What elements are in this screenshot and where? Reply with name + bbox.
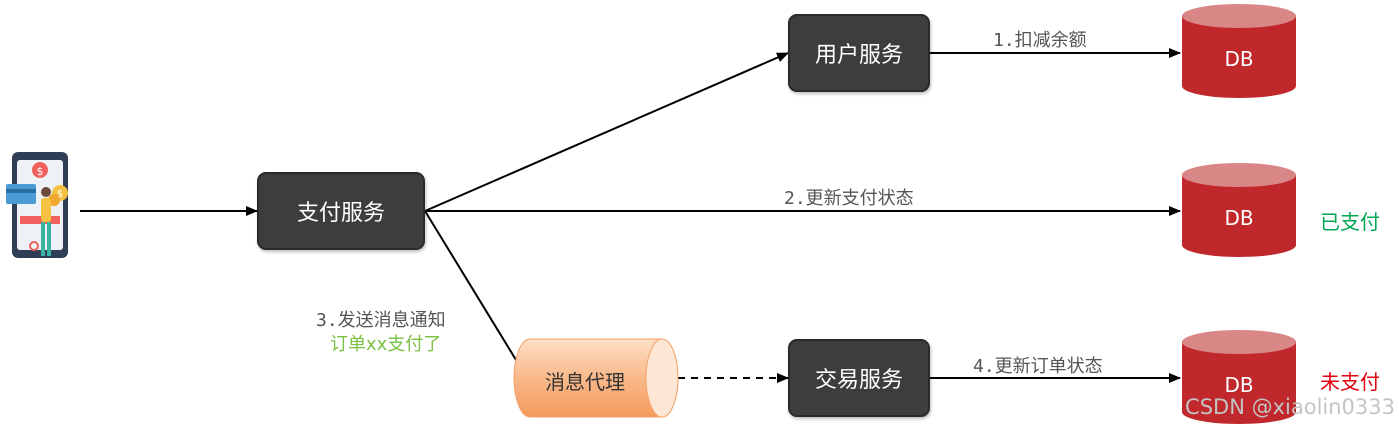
edge-payment-to-broker	[424, 210, 525, 374]
status-paid: 已支付	[1320, 210, 1380, 234]
message-broker-shape	[513, 338, 679, 418]
edge-label-step1: 1.扣减余额	[993, 30, 1087, 51]
edge-label-step4: 4.更新订单状态	[973, 356, 1103, 377]
svg-text:$: $	[37, 165, 44, 178]
edge-payment-to-user-service	[424, 52, 789, 212]
user-service-node: 用户服务	[788, 14, 930, 92]
db2-label: DB	[1224, 206, 1253, 230]
edge-label-step3-note: 订单xx支付了	[330, 334, 442, 355]
message-broker-label: 消息代理	[545, 370, 625, 394]
db-cylinder-3: DB	[1182, 330, 1296, 424]
watermark: CSDN @xiaolin0333	[1185, 395, 1395, 419]
svg-text:$: $	[57, 189, 63, 200]
payment-service-node: 支付服务	[257, 172, 425, 250]
mobile-payment-icon: $ $	[6, 152, 68, 258]
status-unpaid: 未支付	[1320, 370, 1380, 394]
db1-label: DB	[1224, 47, 1253, 71]
db3-label: DB	[1224, 373, 1253, 397]
edge-label-step2: 2.更新支付状态	[784, 188, 914, 209]
edge-label-step3: 3.发送消息通知	[316, 310, 446, 331]
trade-service-node: 交易服务	[788, 339, 930, 417]
db-cylinder-1: DB	[1182, 4, 1296, 98]
db-cylinder-2: DB	[1182, 163, 1296, 257]
